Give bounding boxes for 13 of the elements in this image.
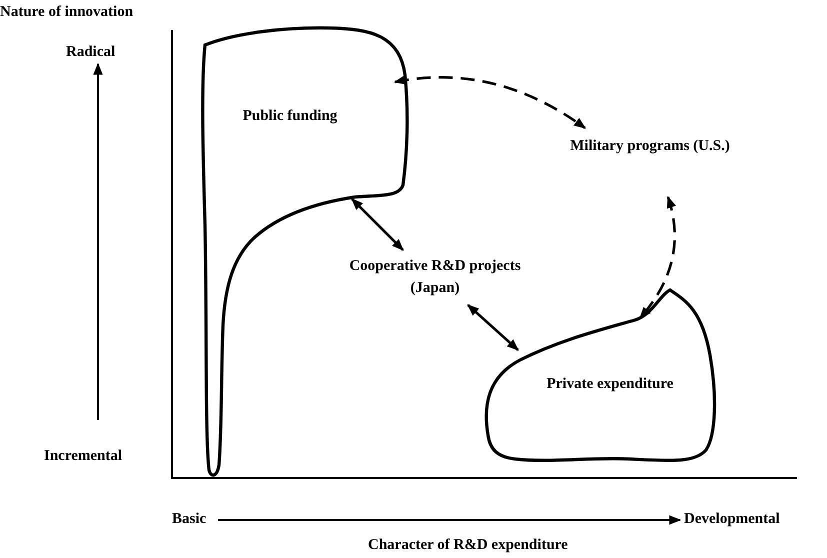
- axis-label: Developmental: [684, 511, 780, 528]
- arrow: [351, 198, 404, 251]
- region-label: Private expenditure: [546, 375, 674, 394]
- axis-title: Nature of innovation: [0, 4, 134, 21]
- category-label: Military programs (U.S.): [565, 135, 735, 185]
- axis-title: Character of R&D expenditure: [368, 537, 568, 554]
- arrow: [394, 76, 586, 130]
- axis-label: Incremental: [44, 448, 122, 465]
- axis-label: Radical: [66, 44, 116, 61]
- category-label: Cooperative R&D projects (Japan): [345, 255, 525, 303]
- axis-label: Basic: [172, 511, 206, 528]
- arrow: [467, 304, 519, 351]
- region-label: Public funding: [242, 107, 338, 126]
